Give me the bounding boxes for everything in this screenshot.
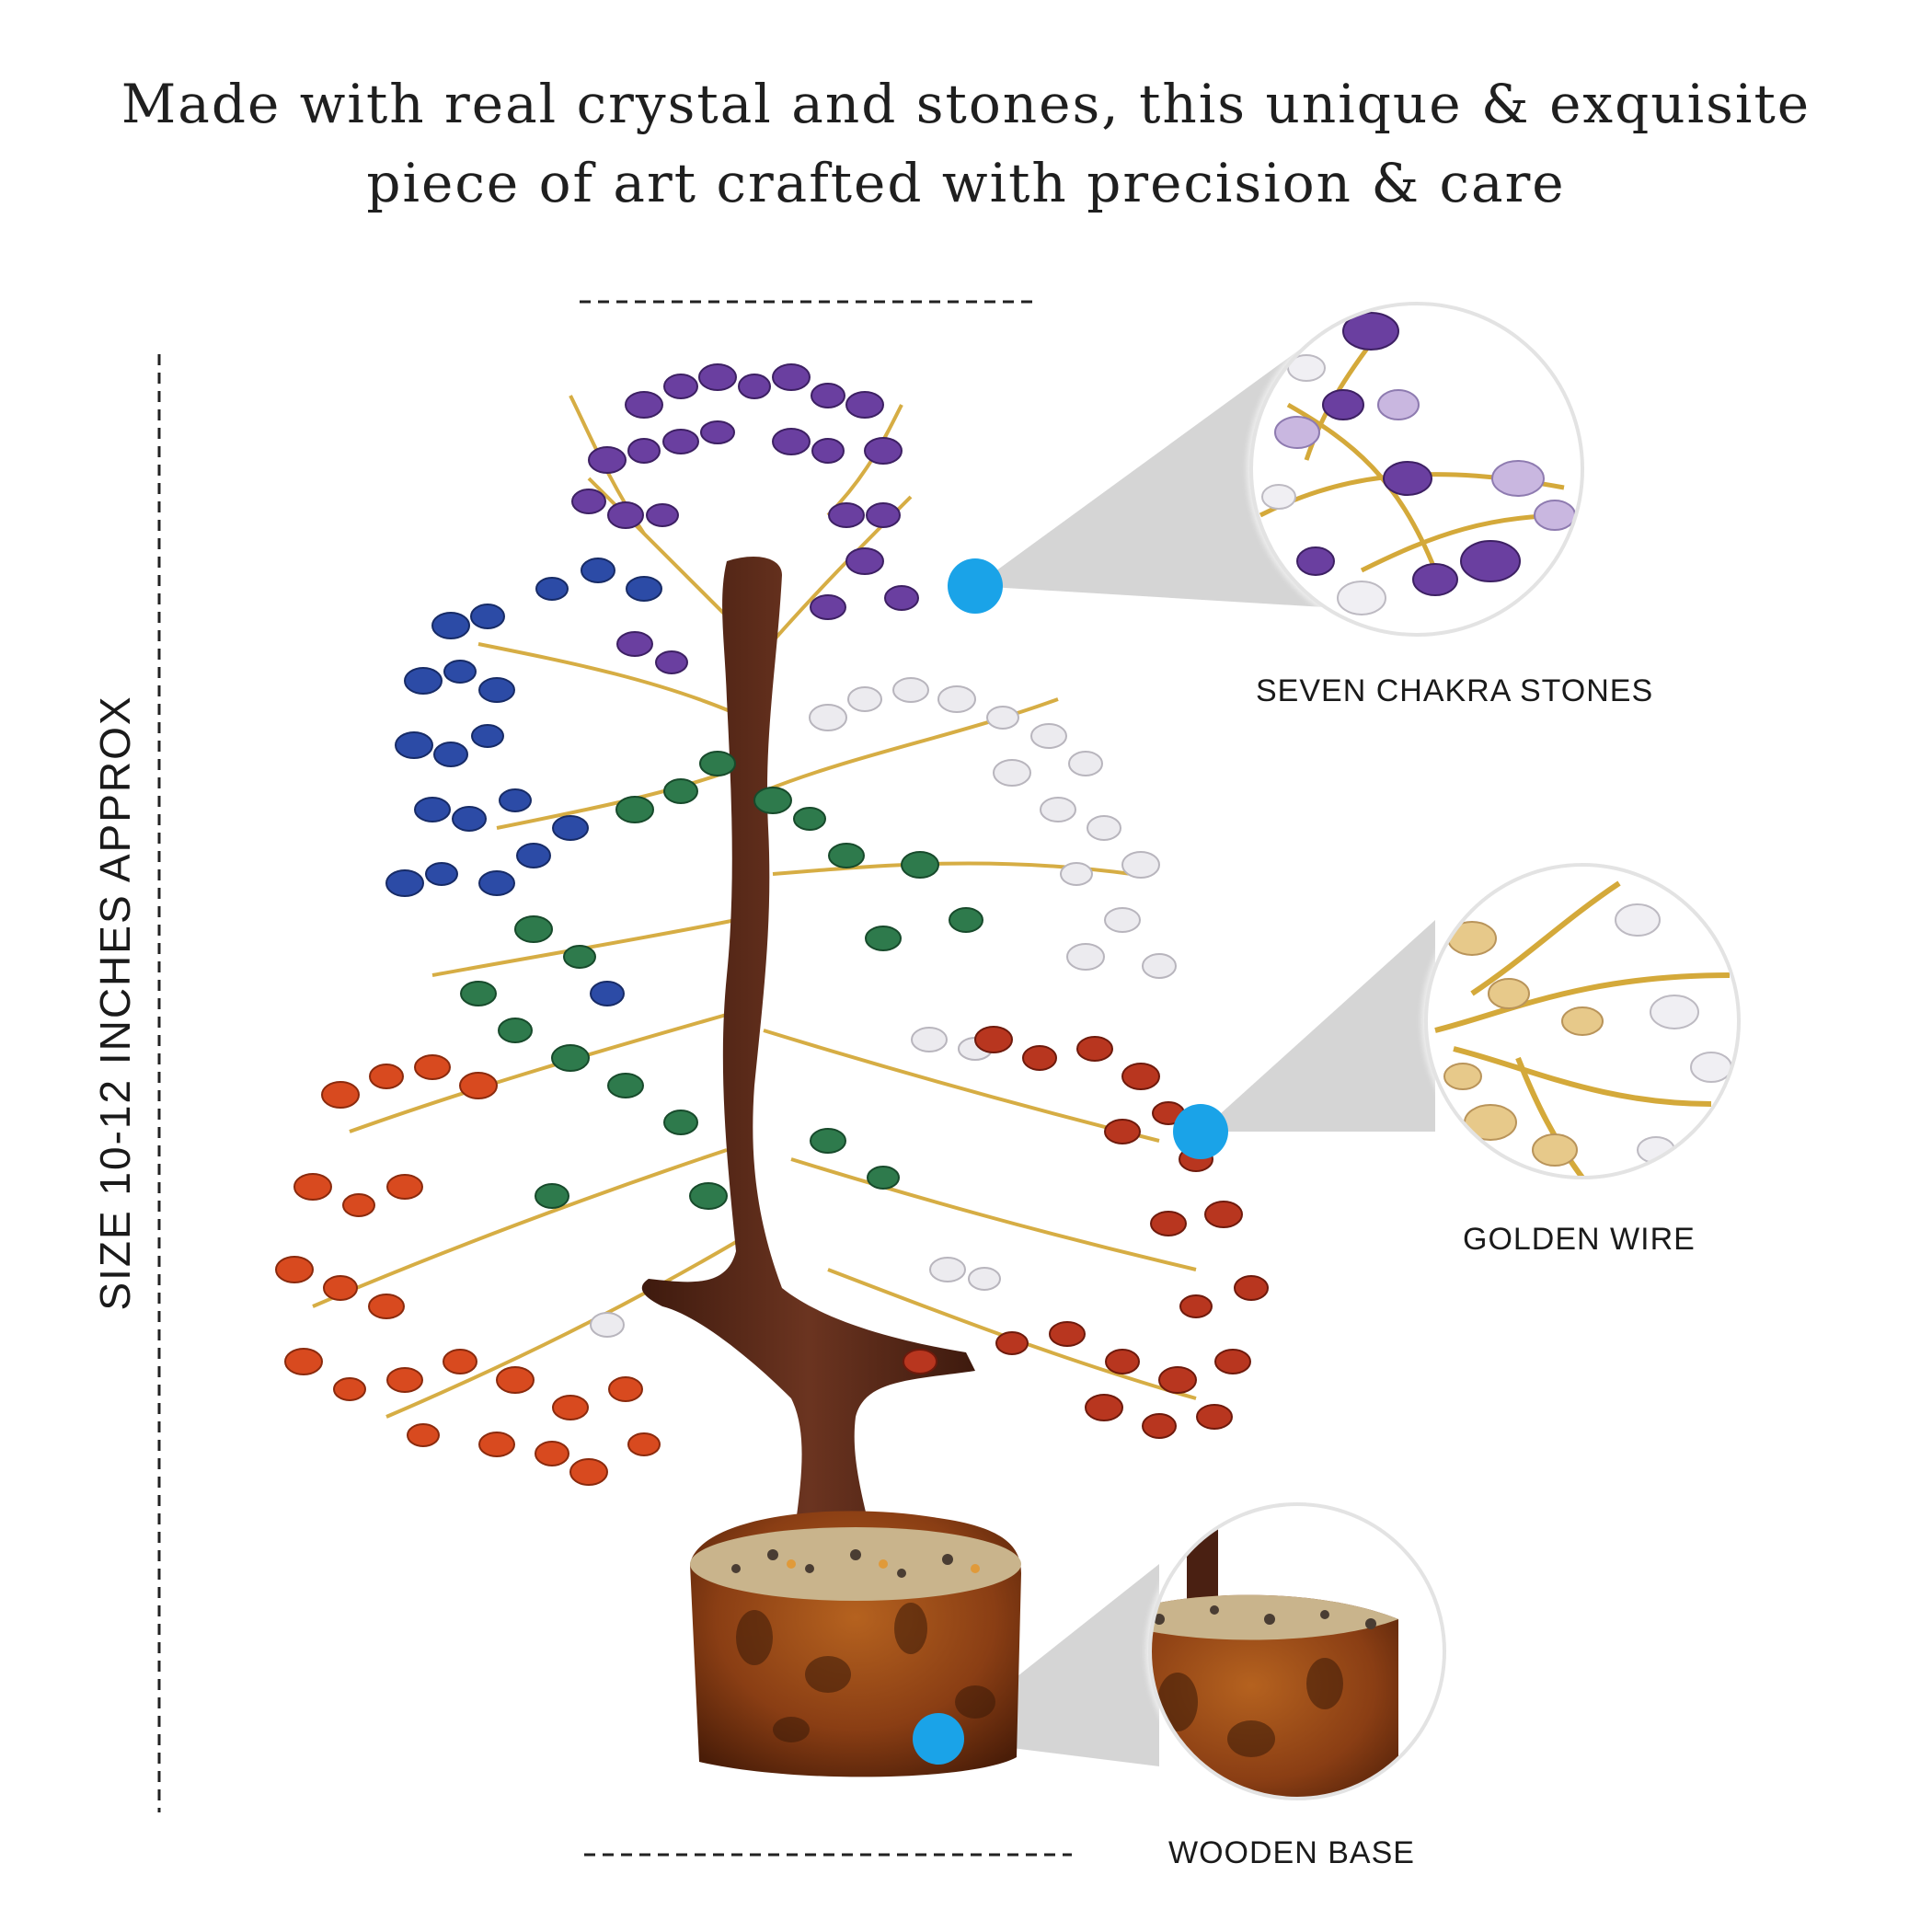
marker-dot-wooden-base [913, 1713, 964, 1765]
wooden-base [690, 1511, 1021, 1777]
marker-dot-golden-wire [1173, 1104, 1228, 1159]
headline-line-1: Made with real crystal and stones, this … [121, 73, 1811, 135]
lapis-leaves [385, 558, 662, 1006]
carnelian-leaves [275, 1054, 661, 1486]
callout-beam-2 [1201, 920, 1435, 1132]
quartz-leaves [590, 677, 1177, 1338]
amethyst-leaves [571, 363, 919, 674]
callout-label-wooden-base: WOODEN BASE [1168, 1835, 1415, 1870]
magnifier-circle-golden-wire [1421, 860, 1743, 1182]
callout-label-chakra: SEVEN CHAKRA STONES [1256, 673, 1654, 708]
size-label: SIZE 10-12 INCHES APPROX [91, 695, 139, 1311]
marker-dot-chakra [948, 558, 1003, 614]
magnifier-circle-chakra [1247, 299, 1587, 639]
jasper-leaves [903, 1026, 1269, 1439]
callout-label-golden-wire: GOLDEN WIRE [1463, 1222, 1696, 1257]
aventurine-leaves [460, 751, 983, 1210]
headline: Made with real crystal and stones, this … [0, 64, 1932, 223]
callout-beam-1 [975, 331, 1325, 607]
headline-line-2: piece of art crafted with precision & ca… [366, 152, 1566, 214]
tree-trunk [641, 557, 975, 1555]
magnifier-circle-wooden-base [1145, 1500, 1449, 1803]
